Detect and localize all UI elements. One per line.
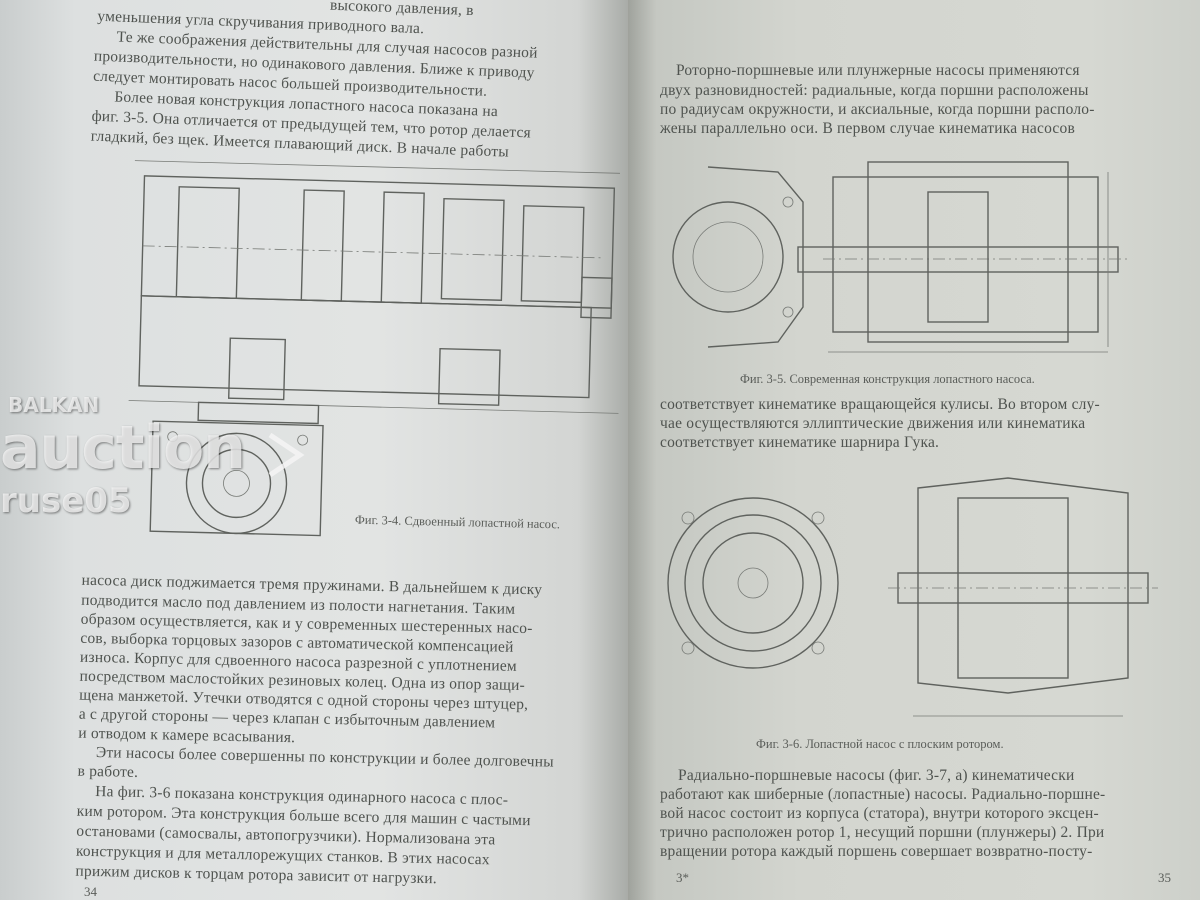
figure-3-5-caption: Фиг. 3-5. Современная конструкция лопаст… [740,372,1035,386]
signature-mark: 3* [676,870,689,885]
text-line: чае осуществляются эллиптические движени… [660,415,1086,432]
text-line: соответствует кинематике шарнира Гука. [660,434,940,451]
text-line: по радиусам окружности, и аксиальные, ко… [660,101,1095,118]
watermark-balkan: BALKAN [8,393,100,417]
text-line: работают как шиберные (лопастные) насосы… [660,786,1106,803]
text-line: двух разновидностей: радиальные, когда п… [660,82,1089,99]
watermark-auction: auction [0,413,246,483]
figure-3-5-drawing [672,161,1128,353]
text-line: трично расположен ротор 1, несущий поршн… [660,824,1105,841]
text-line: в работе. [77,762,139,781]
right-page: Роторно-поршневые или плунжерные насосы … [628,0,1200,900]
figure-3-6-caption: Фиг. 3-6. Лопастной насос с плоским рото… [756,737,1004,751]
text-line: высокого давления, в [329,0,475,20]
text-line: жены параллельно оси. В первом случае ки… [660,120,1075,137]
text-line: Эти насосы более совершенны по конструкц… [95,744,555,771]
text-line: вой насос состоит из корпуса (статора), … [660,805,1099,822]
page-number-left: 34 [84,884,97,899]
figure-3-6-drawing [667,477,1158,717]
page-number-right: 35 [1158,870,1171,885]
text-line: вращении ротора каждый поршень совершает… [660,843,1093,860]
left-page: высокого давления, в уменьшения угла скр… [0,0,628,900]
text-line: прижим дисков к торцам ротора зависит от… [75,862,438,888]
text-line: Радиально-поршневые насосы (фиг. 3-7, а)… [678,767,1075,784]
watermark-ruse05: ruse05 [0,481,132,521]
text-line: и отводом к камере всасывания. [78,724,296,747]
text-line: соответствует кинематике вращающейся кул… [660,396,1100,413]
play-triangle-icon [268,432,305,478]
text-line: Роторно-поршневые или плунжерные насосы … [676,62,1080,79]
figure-3-4-drawing [128,160,620,537]
